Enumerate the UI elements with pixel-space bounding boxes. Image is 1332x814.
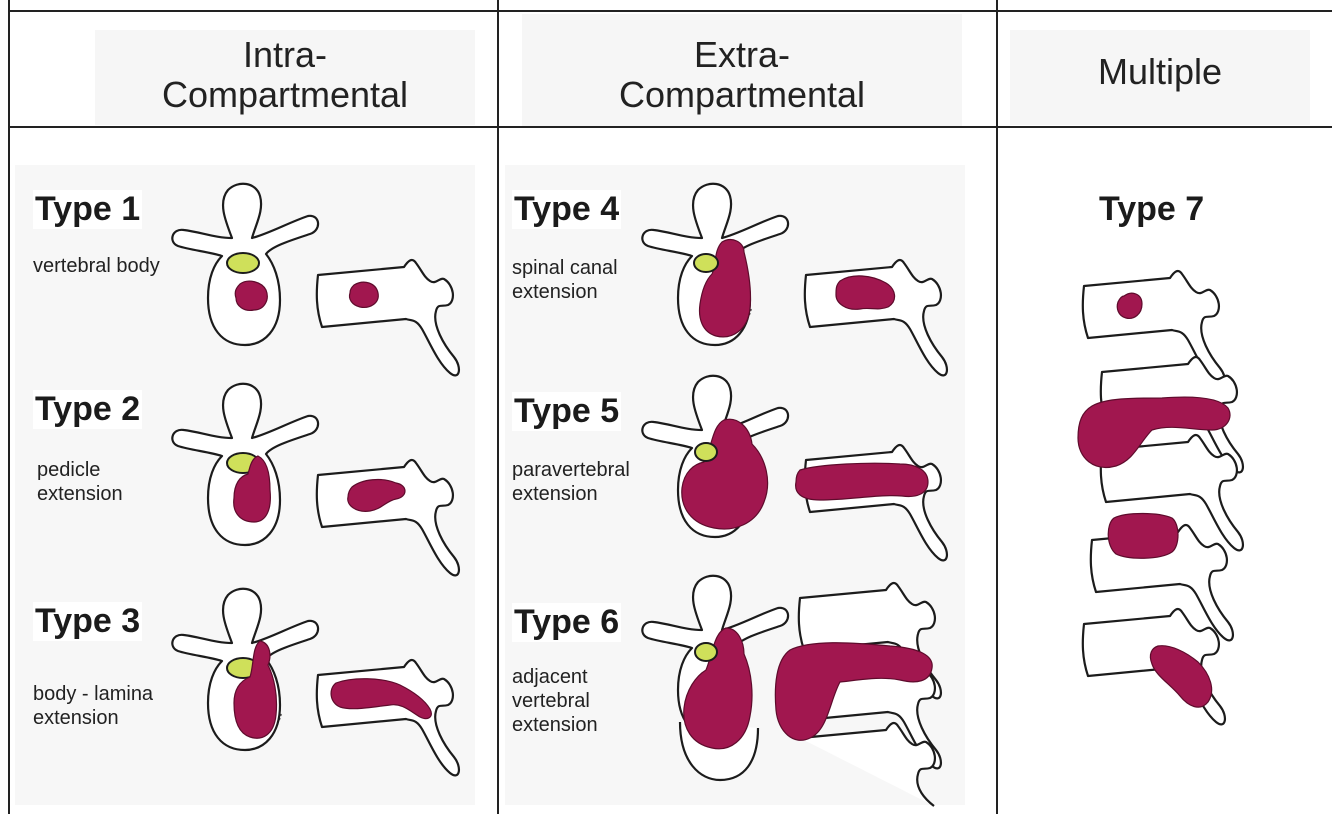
type-5-description: paravertebral extension [512,458,630,506]
left-border [8,0,10,814]
type-1-lateral-vertebra [312,255,472,415]
type-3-label: Type 3 [33,602,142,641]
type-2-label: Type 2 [33,390,142,429]
type-2-axial-vertebra [170,380,330,555]
type-3-axial-vertebra [170,585,330,760]
column-divider-2 [996,0,998,814]
type-5-lateral-vertebra [790,440,960,600]
type-4-description: spinal canal extension [512,256,618,304]
type-6-label: Type 6 [512,603,621,642]
type-6-lateral-vertebrae [770,580,960,810]
type-5-axial-vertebra [640,372,800,547]
type-7-lateral-spine-column [1072,262,1262,752]
header-multiple: Multiple [1010,52,1310,92]
column-divider-1 [497,0,499,814]
header-intra-compartmental: Intra- Compartmental [95,35,475,115]
header-extra-compartmental: Extra- Compartmental [522,35,962,115]
type-3-lateral-vertebra [312,655,472,814]
header-divider [8,126,1332,128]
type-1-label: Type 1 [33,190,142,229]
type-5-label: Type 5 [512,392,621,431]
type-4-lateral-vertebra [800,255,960,415]
top-border [8,10,1332,12]
type-2-description: pedicle extension [37,458,123,506]
type-7-label: Type 7 [1097,190,1206,229]
type-1-axial-vertebra [170,180,330,355]
type-1-description: vertebral body [33,254,160,278]
type-2-lateral-vertebra [312,455,472,615]
type-4-label: Type 4 [512,190,621,229]
type-4-axial-vertebra [640,180,800,355]
type-3-description: body - lamina extension [33,682,153,730]
type-6-description: adjacent vertebral extension [512,665,598,737]
